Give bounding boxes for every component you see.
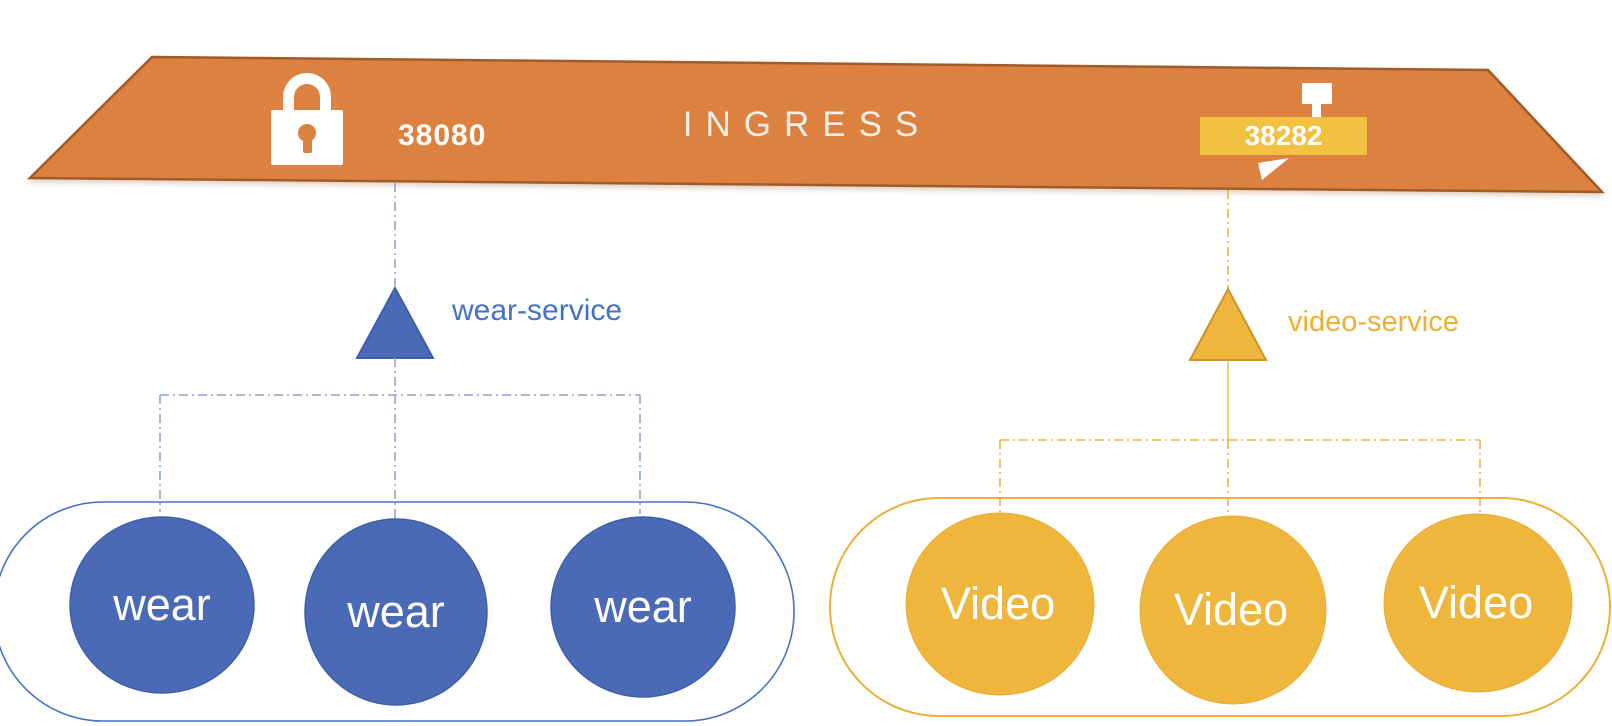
wear-pod-label: wear	[113, 579, 211, 630]
wear-pod-circle	[304, 518, 488, 706]
wear-pod-circle	[550, 516, 736, 698]
wear-pod-circle	[69, 516, 255, 694]
lock-icon	[271, 73, 343, 165]
wear-deployment-container	[0, 501, 795, 722]
wear-connector-tree	[159, 358, 641, 522]
wear-service-triangle	[355, 285, 435, 359]
lock-shackle	[283, 73, 331, 128]
video-connector-tree	[999, 439, 1481, 516]
ingress-banner	[26, 55, 1605, 194]
video-pod-circle	[905, 512, 1095, 696]
video-pod-circle	[1139, 515, 1327, 705]
video-service-triangle	[1188, 286, 1268, 361]
video-pod-label: Video	[940, 578, 1056, 629]
video-port-box	[1200, 117, 1367, 155]
wear-pod-label: wear	[347, 586, 445, 637]
video-deployment-container	[829, 497, 1611, 717]
wear-pod-label: wear	[594, 581, 692, 632]
video-pod-circle	[1383, 513, 1573, 693]
flag-icon	[1258, 83, 1332, 180]
ingress-video-port-label: 38282	[1244, 120, 1323, 151]
ingress-title: INGRESS	[682, 105, 932, 144]
video-service-label: video-service	[1288, 306, 1459, 338]
wear-service-label: wear-service	[452, 294, 623, 327]
ingress-secure-port-label: 38080	[398, 119, 487, 152]
video-pod-label: Video	[1173, 584, 1289, 635]
video-pod-label: Video	[1418, 577, 1534, 628]
lock-keyhole-stem	[303, 137, 312, 153]
